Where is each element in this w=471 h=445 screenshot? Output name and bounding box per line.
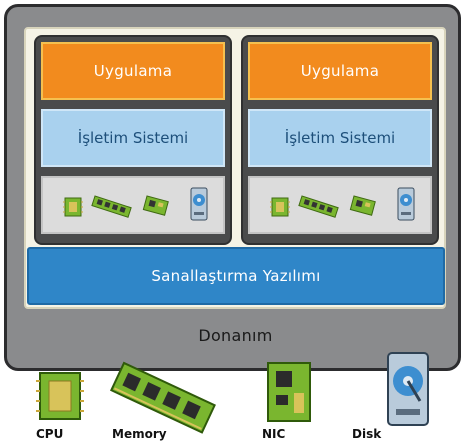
virtual-hardware-layer — [41, 176, 225, 234]
nic-icon — [267, 362, 311, 422]
hardware-label: Donanım — [198, 326, 273, 345]
cpu-icon — [270, 197, 290, 217]
virtual-hardware-icons — [270, 187, 415, 221]
virtual-hardware-icons — [63, 187, 208, 221]
cpu-icon — [36, 372, 84, 420]
nic-icon — [349, 195, 376, 216]
virtual-hardware-layer — [248, 176, 432, 234]
nic-icon — [142, 195, 169, 216]
cpu-icon — [63, 197, 83, 217]
disk-icon — [190, 187, 208, 221]
virtual-machine-1: Uygulama İşletim Sistemi — [34, 35, 232, 245]
memory-icon — [298, 195, 339, 218]
virtualization-layer: Sanallaştırma Yazılımı — [27, 247, 445, 305]
operating-system-layer: İşletim Sistemi — [248, 109, 432, 167]
memory-icon — [109, 361, 216, 434]
memory-label: Memory — [112, 427, 167, 441]
disk-label: Disk — [352, 427, 382, 441]
cpu-label: CPU — [36, 427, 64, 441]
memory-icon — [91, 195, 132, 218]
operating-system-layer: İşletim Sistemi — [41, 109, 225, 167]
nic-label: NIC — [262, 427, 286, 441]
application-layer: Uygulama — [248, 42, 432, 100]
disk-icon — [387, 352, 429, 426]
virtual-machine-2: Uygulama İşletim Sistemi — [241, 35, 439, 245]
application-layer: Uygulama — [41, 42, 225, 100]
disk-icon — [397, 187, 415, 221]
physical-hardware-icons — [36, 352, 429, 434]
